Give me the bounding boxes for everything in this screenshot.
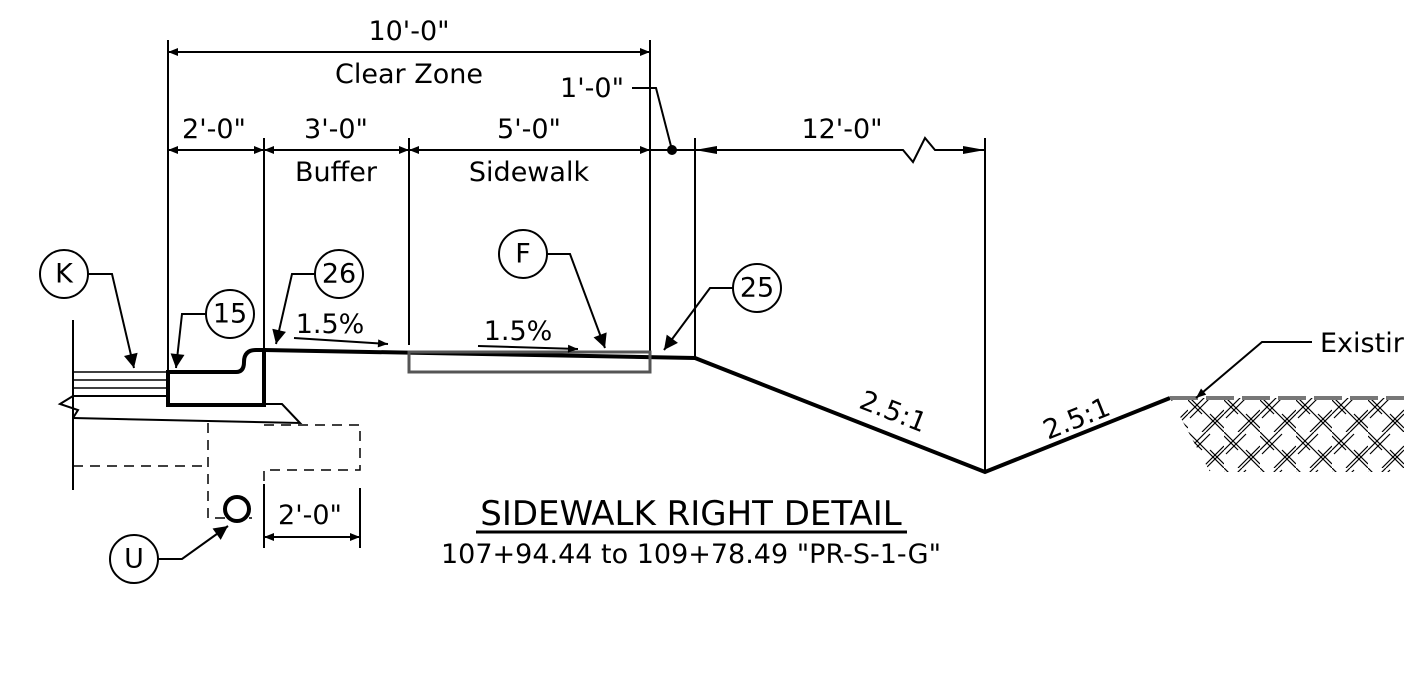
buffer-width-text: 3'-0"	[304, 114, 368, 145]
callout-f: F	[498, 229, 607, 349]
foreslope-text: 2.5:1	[855, 385, 931, 439]
callout-u-text: U	[124, 544, 144, 575]
existing-ground-label: Existir	[1320, 328, 1404, 359]
clear-zone-label: Clear Zone	[335, 59, 483, 90]
backslope-text: 2.5:1	[1039, 392, 1115, 446]
buffer-slope-text: 1.5%	[296, 309, 365, 340]
callout-k: K	[39, 249, 138, 369]
existing-ground: Existir	[1170, 328, 1404, 472]
sidewalk-slope-arrow	[477, 344, 579, 353]
detail-title: SIDEWALK RIGHT DETAIL	[480, 494, 902, 534]
callout-25-leader	[663, 287, 733, 351]
sidewalk-slope-text: 1.5%	[484, 316, 553, 347]
utility-offset-dimension: 2'-0"	[263, 484, 361, 548]
utility-pipe-circle	[223, 495, 251, 523]
utility-pipe	[223, 495, 251, 523]
detail-subtitle: 107+94.44 to 109+78.49 "PR-S-1-G"	[441, 539, 941, 570]
callout-f-leader	[547, 253, 607, 349]
existing-ground-hatch	[1170, 398, 1404, 472]
buffer-slope-arrow	[293, 337, 389, 348]
callout-25: 25	[663, 263, 782, 351]
sidewalk-width-text: 5'-0"	[497, 114, 561, 145]
slope-run-arrow-left	[695, 146, 717, 154]
gutter-width-text: 2'-0"	[182, 114, 246, 145]
lower-dimension-row: 2'-0" 3'-0" Buffer 5'-0" Sidewalk 1'-0" …	[168, 73, 986, 472]
sidewalk-slab	[407, 350, 652, 374]
slope-annotations: 1.5% 1.5% 2.5:1 2.5:1	[293, 309, 1115, 446]
utility-offset-text: 2'-0"	[278, 500, 342, 531]
callout-15: 15	[170, 289, 255, 369]
callout-26-leader	[272, 273, 315, 345]
callout-15-text: 15	[213, 299, 247, 330]
slope-run-arrow-right	[963, 146, 985, 154]
callout-15-leader	[170, 313, 206, 369]
sidewalk-label: Sidewalk	[469, 157, 590, 188]
clear-zone-width-text: 10'-0"	[368, 16, 449, 47]
callout-u: U	[109, 525, 229, 584]
buffer-label: Buffer	[295, 157, 378, 188]
callout-k-text: K	[55, 259, 74, 290]
callout-26: 26	[272, 249, 364, 345]
offset-width-text: 1'-0"	[560, 73, 624, 104]
callout-25-text: 25	[740, 273, 774, 304]
callout-26-text: 26	[322, 259, 356, 290]
callout-k-leader	[88, 273, 138, 369]
detail-title-block: SIDEWALK RIGHT DETAIL 107+94.44 to 109+7…	[441, 494, 941, 570]
slope-run-width-text: 12'-0"	[801, 114, 882, 145]
slope-run-dim-line	[695, 136, 985, 164]
offset-leader	[632, 87, 673, 151]
curb-outline	[166, 348, 266, 407]
existing-ground-leader	[1195, 341, 1312, 399]
callout-u-leader	[158, 525, 229, 560]
finished-grade-line	[263, 348, 1171, 475]
pavement-break-line	[57, 395, 80, 419]
clear-zone-dimension: 10'-0" Clear Zone	[167, 16, 651, 375]
utility-trench-right	[263, 424, 361, 518]
callout-f-text: F	[515, 239, 531, 270]
curb-and-gutter	[166, 348, 266, 407]
finished-grade	[263, 348, 1171, 475]
